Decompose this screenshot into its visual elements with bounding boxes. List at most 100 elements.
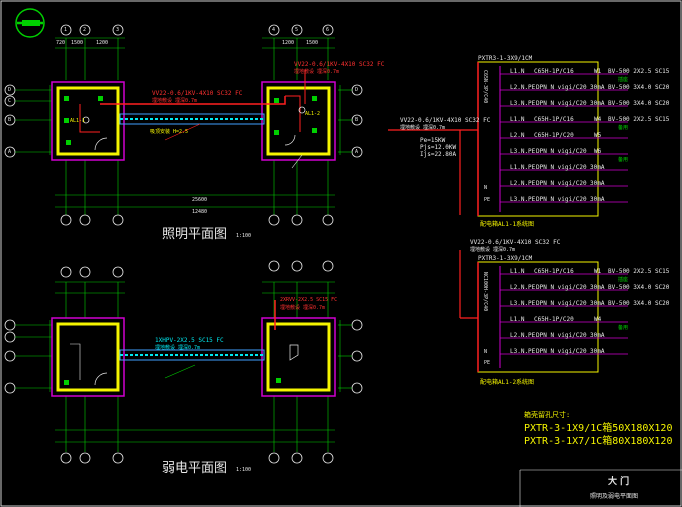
room-left-lighting (51, 81, 125, 161)
dim-bottom-total: 12480 (192, 209, 208, 215)
p1-r3-cable: BV-500 2X2.5 SC15 (608, 116, 670, 123)
panel1-vertical: C65N-3P/C40 (482, 70, 488, 104)
p2-r5-id: 30mA (590, 348, 605, 355)
axis-top-2: 2 (83, 27, 87, 33)
p2-r3-phase: L1.N (510, 316, 525, 323)
panel2-caption: 配电箱AL1-2系统图 (480, 379, 535, 386)
panel2-vertical: NC100H-3P/C40 (482, 272, 488, 312)
p1-r0-breaker: C65H-1P/C16 (534, 68, 574, 75)
panel2-feeder-note: 埋地敷设 埋深0.7m (470, 247, 516, 253)
p2-r5-breaker: DPN N vigi/C20 (536, 348, 587, 355)
lamp-note: 吸顶安装 H=2.5 (150, 129, 189, 135)
p2-r1-id: 30mA (590, 284, 605, 291)
feeder-note-right: 埋地敷设 埋深0.7m (294, 69, 340, 75)
axis-C: C (8, 98, 12, 104)
p1-r7-breaker: DPN N vigi/C20 (536, 180, 587, 187)
p2-dest-1: 插座 (618, 277, 629, 283)
panel1-pe: Pe=15KW (420, 137, 446, 144)
p1-r2-breaker: DPN N vigi/C20 (536, 100, 587, 107)
weak-right-label: 2XRVV-2X2.5 SC15 FC (280, 297, 338, 303)
p2-r2-id: 30mA (590, 300, 605, 307)
dim-top-right-1: 1200 (282, 40, 295, 46)
p1-dest-4: 备用 (618, 125, 629, 131)
p2-r3-id: W4 (594, 316, 602, 323)
p1-r2-id: 30mA (590, 100, 605, 107)
p1-r3-id: W4 (594, 116, 602, 123)
axis-right-D: D (355, 87, 359, 93)
p1-r1-cable: BV-500 3X4.0 SC20 (608, 84, 670, 91)
panel1-feeder-note: 埋地敷设 埋深0.7m (400, 125, 446, 131)
p1-r7-id: 30mA (590, 180, 605, 187)
wall-left-lighting (56, 86, 120, 156)
p1-r5-breaker: DPN N vigi/C20 (536, 148, 587, 155)
notes-title: 箱壳留孔尺寸: (524, 411, 571, 419)
p2-r1-cable: BV-500 3X4.0 SC20 (608, 284, 670, 291)
feeder-label-right: VV22-0.6/1KV-4X10 SC32 FC (294, 61, 385, 68)
panel1-feeder: VV22-0.6/1KV-4X10 SC32 FC (400, 117, 491, 124)
p2-r5-phase: L3.N.PE (510, 348, 536, 355)
p1-dest-0: 插座 (618, 77, 629, 83)
p2-r4-breaker: DPN N vigi/C20 (536, 332, 587, 339)
dim-top-3: 1200 (96, 40, 109, 46)
title-block (519, 469, 682, 507)
p2-r4-phase: L2.N.PE (510, 332, 536, 339)
wall-right-lighting (266, 86, 331, 156)
panel2-header: PXTR3-1-3X9/1CM (478, 255, 533, 262)
al-label-right: AL1-2 (305, 111, 321, 117)
p1-r6-id: 30mA (590, 164, 605, 171)
axis-top-5: 5 (295, 27, 299, 33)
titleblock-title: 大 门 (608, 477, 630, 487)
p1-r2-phase: L3.N.PE (510, 100, 536, 107)
p1-r1-phase: L2.N.PE (510, 84, 536, 91)
p1-r0-cable: BV-500 2X2.5 SC15 (608, 68, 670, 75)
axis-right-A: A (355, 149, 359, 155)
p2-r2-cable: BV-500 3X4.0 SC20 (608, 300, 670, 307)
p1-r3-phase: L1.N (510, 116, 525, 123)
notes-line1: PXTR-3-1X9/1C箱50X180X120 (524, 423, 673, 434)
p2-r0-cable: BV-500 2X2.5 SC15 (608, 268, 670, 275)
room-right-weak (261, 317, 336, 397)
lighting-plan (4, 24, 363, 226)
feeder-label: VV22-0.6/1KV-4X10 SC32 FC (152, 90, 243, 97)
p2-dest-3: 备用 (618, 325, 629, 331)
p1-r5-id: W6 (594, 148, 602, 155)
lighting-scale: 1:100 (236, 233, 252, 239)
p1-r5-phase: L3.N.PE (510, 148, 536, 155)
panel1-pe-bus: PE (484, 197, 491, 203)
p1-r1-breaker: DPN N vigi/C20 (536, 84, 587, 91)
system-diagram-2 (459, 250, 628, 373)
p2-r2-phase: L3.N.PE (510, 300, 536, 307)
panel1-pjs: Pjs=12.0KW (420, 144, 457, 151)
p1-r1-id: 30mA (590, 84, 605, 91)
weak-scale: 1:100 (236, 467, 252, 473)
p1-r3-breaker: C65H-1P/C16 (534, 116, 574, 123)
axis-top-4: 4 (272, 27, 276, 33)
axis-top-6: 6 (326, 27, 330, 33)
notes-line2: PXTR-3-1X7/1C箱80X180X120 (524, 436, 673, 447)
p2-r2-breaker: DPN N vigi/C20 (536, 300, 587, 307)
dim-top-2: 1500 (71, 40, 84, 46)
system-diagram-1 (388, 61, 628, 217)
axis-top-3: 3 (116, 27, 120, 33)
panel2-pe-bus: PE (484, 360, 491, 366)
room-left-weak (51, 317, 125, 397)
panel1-ijs: Ijs=22.80A (420, 151, 457, 158)
dim-bottom-span: 25600 (192, 197, 208, 203)
axis-right-B: B (355, 117, 359, 123)
p1-r4-id: W5 (594, 132, 602, 139)
p2-r1-phase: L2.N.PE (510, 284, 536, 291)
dim-top-right-2: 1500 (306, 40, 319, 46)
p2-r3-breaker: C65H-1P/C20 (534, 316, 574, 323)
p1-r0-id: W1 (594, 68, 602, 75)
axis-top-1: 1 (64, 27, 68, 33)
weak-current-plan (4, 260, 363, 464)
titleblock-subtitle: 照明及弱电平面图 (590, 493, 639, 500)
axis-A: A (8, 149, 12, 155)
p1-r2-cable: BV-500 3X4.0 SC20 (608, 100, 670, 107)
axis-B: B (8, 117, 12, 123)
room-right-lighting (261, 81, 336, 161)
wall-left-weak (56, 322, 120, 392)
p2-r0-breaker: C65H-1P/C16 (534, 268, 574, 275)
